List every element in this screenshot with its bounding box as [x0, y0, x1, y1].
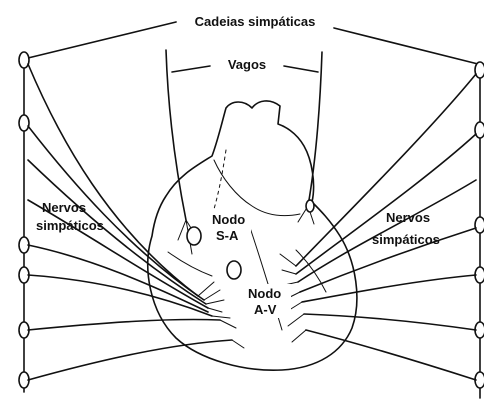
- heart-inner-curve: [168, 252, 212, 276]
- chain-link-left: [28, 22, 176, 58]
- right-ganglion-1: [475, 62, 484, 78]
- label-vagi: Vagos: [228, 57, 266, 72]
- left-ganglion-1: [19, 52, 29, 68]
- left-nerve-branch-b: [212, 316, 244, 348]
- label-left-sympathetic-nerves-1: Nervos: [42, 200, 86, 215]
- label-av-node-1: Nodo: [248, 286, 281, 301]
- right-nerve-6: [304, 314, 476, 330]
- label-right-sympathetic-nerves-1: Nervos: [386, 210, 430, 225]
- label-right-sympathetic-nerves-2: simpáticos: [372, 232, 440, 247]
- sa-node: [187, 227, 201, 245]
- label-sa-node-1: Nodo: [212, 212, 245, 227]
- label-sa-node-2: S-A: [216, 228, 239, 243]
- right-nerve-2: [296, 134, 476, 274]
- vagus-bracket-right: [284, 66, 318, 72]
- chain-link-right: [334, 28, 478, 64]
- right-nerve-3: [298, 180, 476, 282]
- label-left-sympathetic-nerves-2: simpáticos: [36, 218, 104, 233]
- right-sympathetic-nerves: [280, 74, 476, 380]
- vagus-right-end: [306, 200, 314, 212]
- av-node: [227, 261, 241, 279]
- left-nerve-4: [28, 200, 208, 308]
- right-nerve-5: [302, 275, 476, 302]
- left-sympathetic-chain: [19, 52, 29, 392]
- left-ganglion-2: [19, 115, 29, 131]
- label-sympathetic-chains: Cadeias simpáticas: [195, 14, 316, 29]
- left-nerve-1: [28, 64, 198, 296]
- left-nerve-6: [28, 275, 212, 316]
- vagus-bracket-left: [172, 66, 210, 72]
- left-nerve-7: [28, 319, 220, 330]
- right-ganglion-2: [475, 122, 484, 138]
- label-av-node-2: A-V: [254, 302, 277, 317]
- left-nerve-8: [28, 340, 232, 380]
- right-ganglion-3: [475, 217, 484, 233]
- vagus-right-trunk: [308, 52, 322, 206]
- heart-atrium-line: [214, 160, 300, 216]
- vagus-left-trunk: [166, 50, 186, 220]
- left-nerve-branch-a: [198, 282, 224, 312]
- right-sympathetic-chain: [475, 62, 484, 398]
